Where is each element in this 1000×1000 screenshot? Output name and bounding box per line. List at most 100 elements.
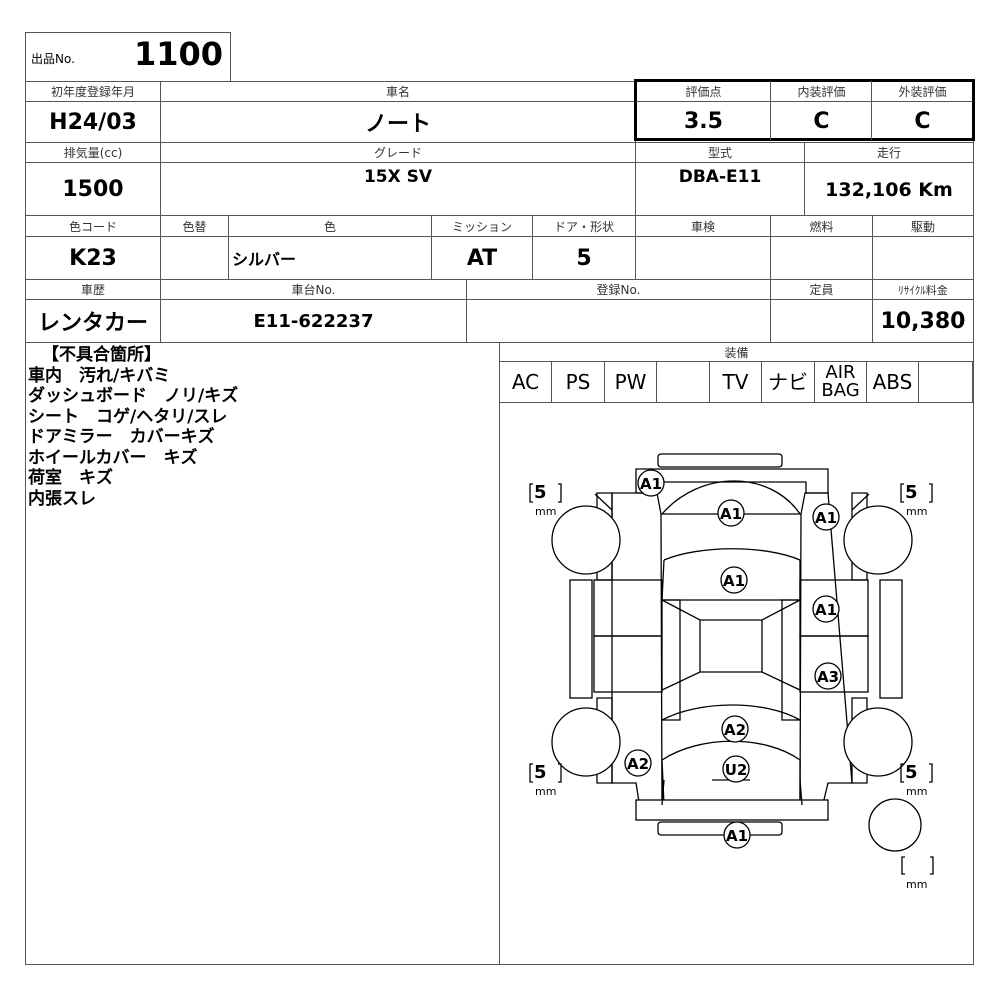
equipment-ac: AC [500,361,552,402]
color-change-value [160,236,229,280]
damage-mark: A1 [812,595,840,623]
equipment-abs: ABS [867,361,919,402]
mileage-value: 132,106 Km [825,179,953,201]
lot-number: 1100 [134,35,224,73]
svg-text:A2: A2 [724,721,746,739]
grade-label: グレード [373,146,422,160]
color-label: 色 [323,219,336,234]
damage-mark: A1 [717,499,745,527]
history-label: 車歴 [80,283,105,297]
tyre-rear-left: 5 [534,762,547,783]
recycle-value: 10,380 [880,308,966,334]
damage-mark: A2 [721,715,749,743]
defect-item: 内張スレ [28,488,96,509]
history-value: レンタカー [37,311,148,336]
model-value: DBA-E11 [678,167,762,187]
name-cell [160,101,636,143]
svg-text:A2: A2 [627,755,649,773]
svg-text:A1: A1 [815,601,837,619]
damage-mark: A2 [624,749,652,777]
color-value: シルバー [232,250,297,269]
color-code-value: K23 [69,245,117,271]
defect-item: 車内 汚れ/キバミ [28,365,171,386]
mission-label: ミッション [451,219,512,234]
tyre-rear-left-unit: mm [535,785,557,798]
damage-mark: A1 [720,566,748,594]
damage-mark: A1 [812,503,840,531]
equipment-blank [919,361,972,402]
score-value: 3.5 [684,108,723,134]
equipment-pw: PW [605,361,657,402]
svg-text:U2: U2 [725,761,748,779]
defect-item: シート コゲ/ヘタリ/スレ [28,406,228,427]
recycle-label: ﾘｻｲｸﾙ料金 [898,283,948,297]
tyre-front-right-unit: mm [906,505,928,518]
reg-value [466,299,771,343]
score-label: 評価点 [685,85,722,99]
color-code-label: 色コード [68,219,117,234]
car-damage-diagram [529,453,934,875]
door-label: ドア・形状 [553,219,614,234]
svg-text:A3: A3 [817,668,839,686]
damage-mark: A3 [814,662,842,690]
equipment-ps: PS [552,361,605,402]
defect-item: ドアミラー カバーキズ [28,427,215,447]
interior-value: C [813,108,830,134]
svg-text:A1: A1 [815,509,837,527]
interior-label: 内装評価 [797,85,846,99]
tyre-front-left-unit: mm [535,505,557,518]
lower-divider [499,342,500,964]
tyre-spare-unit: mm [906,878,928,891]
inspection-value [635,236,771,280]
equipment-tv: TV [710,361,762,402]
capacity-label: 定員 [809,283,834,297]
lot-box: 出品No. 1100 [25,32,231,82]
defect-item: 荷室 キズ [28,468,113,488]
chassis-label: 車台No. [291,283,336,297]
defects-title: 【不具合箇所】 [42,345,161,365]
damage-mark: U2 [722,755,750,783]
svg-text:A1: A1 [723,572,745,590]
equipment-airbag: AIR BAG [815,361,867,402]
defect-item: ダッシュボード ノリ/キズ [28,386,239,406]
tyre-rear-right: 5 [905,762,918,783]
defect-item: ホイールカバー キズ [28,447,198,468]
capacity-value [770,299,873,343]
evaluation-box [634,79,975,141]
equipment-label: 装備 [724,345,749,360]
defects-list: 【不具合箇所】 車内 汚れ/キバミ ダッシュボード ノリ/キズ シート コゲ/ヘ… [28,345,238,509]
tyre-front-right: 5 [905,482,918,503]
inspection-label: 車検 [690,219,715,234]
first-reg-cell [25,101,161,143]
tyre-rear-right-unit: mm [906,785,928,798]
fuel-label: 燃料 [809,219,834,234]
exterior-label: 外装評価 [898,85,947,99]
exterior-value: C [914,108,931,134]
first-reg-value: H24/03 [49,109,137,135]
lot-label: 出品No. [31,52,75,66]
displacement-value: 1500 [62,176,124,202]
drive-label: 駆動 [910,219,935,234]
svg-text:A1: A1 [640,475,662,493]
svg-text:A1: A1 [726,827,748,845]
damage-mark: A1 [637,469,665,497]
svg-text:A1: A1 [720,505,742,523]
grade-value: 15X SV [363,167,433,187]
chassis-value: E11-622237 [253,310,374,332]
drive-value [872,236,974,280]
mission-value: AT [466,245,498,271]
reg-label: 登録No. [596,283,641,297]
color-change-label: 色替 [182,219,207,234]
name-value: ノート [364,112,431,137]
model-label: 型式 [707,146,732,160]
damage-mark-layer: A1 A1 A1 A1 A1 A3 A2 A2 U2 A1 [624,469,842,849]
name-label: 車名 [385,85,410,99]
door-value: 5 [576,245,592,271]
mileage-label: 走行 [876,146,901,160]
fuel-value [770,236,873,280]
equipment-row: AC PS PW TV ナビ AIR BAG ABS [500,361,973,403]
damage-mark: A1 [723,821,751,849]
first-reg-label: 初年度登録年月 [50,85,135,99]
displacement-label: 排気量(cc) [63,146,123,160]
equipment-navi: ナビ [762,361,815,402]
